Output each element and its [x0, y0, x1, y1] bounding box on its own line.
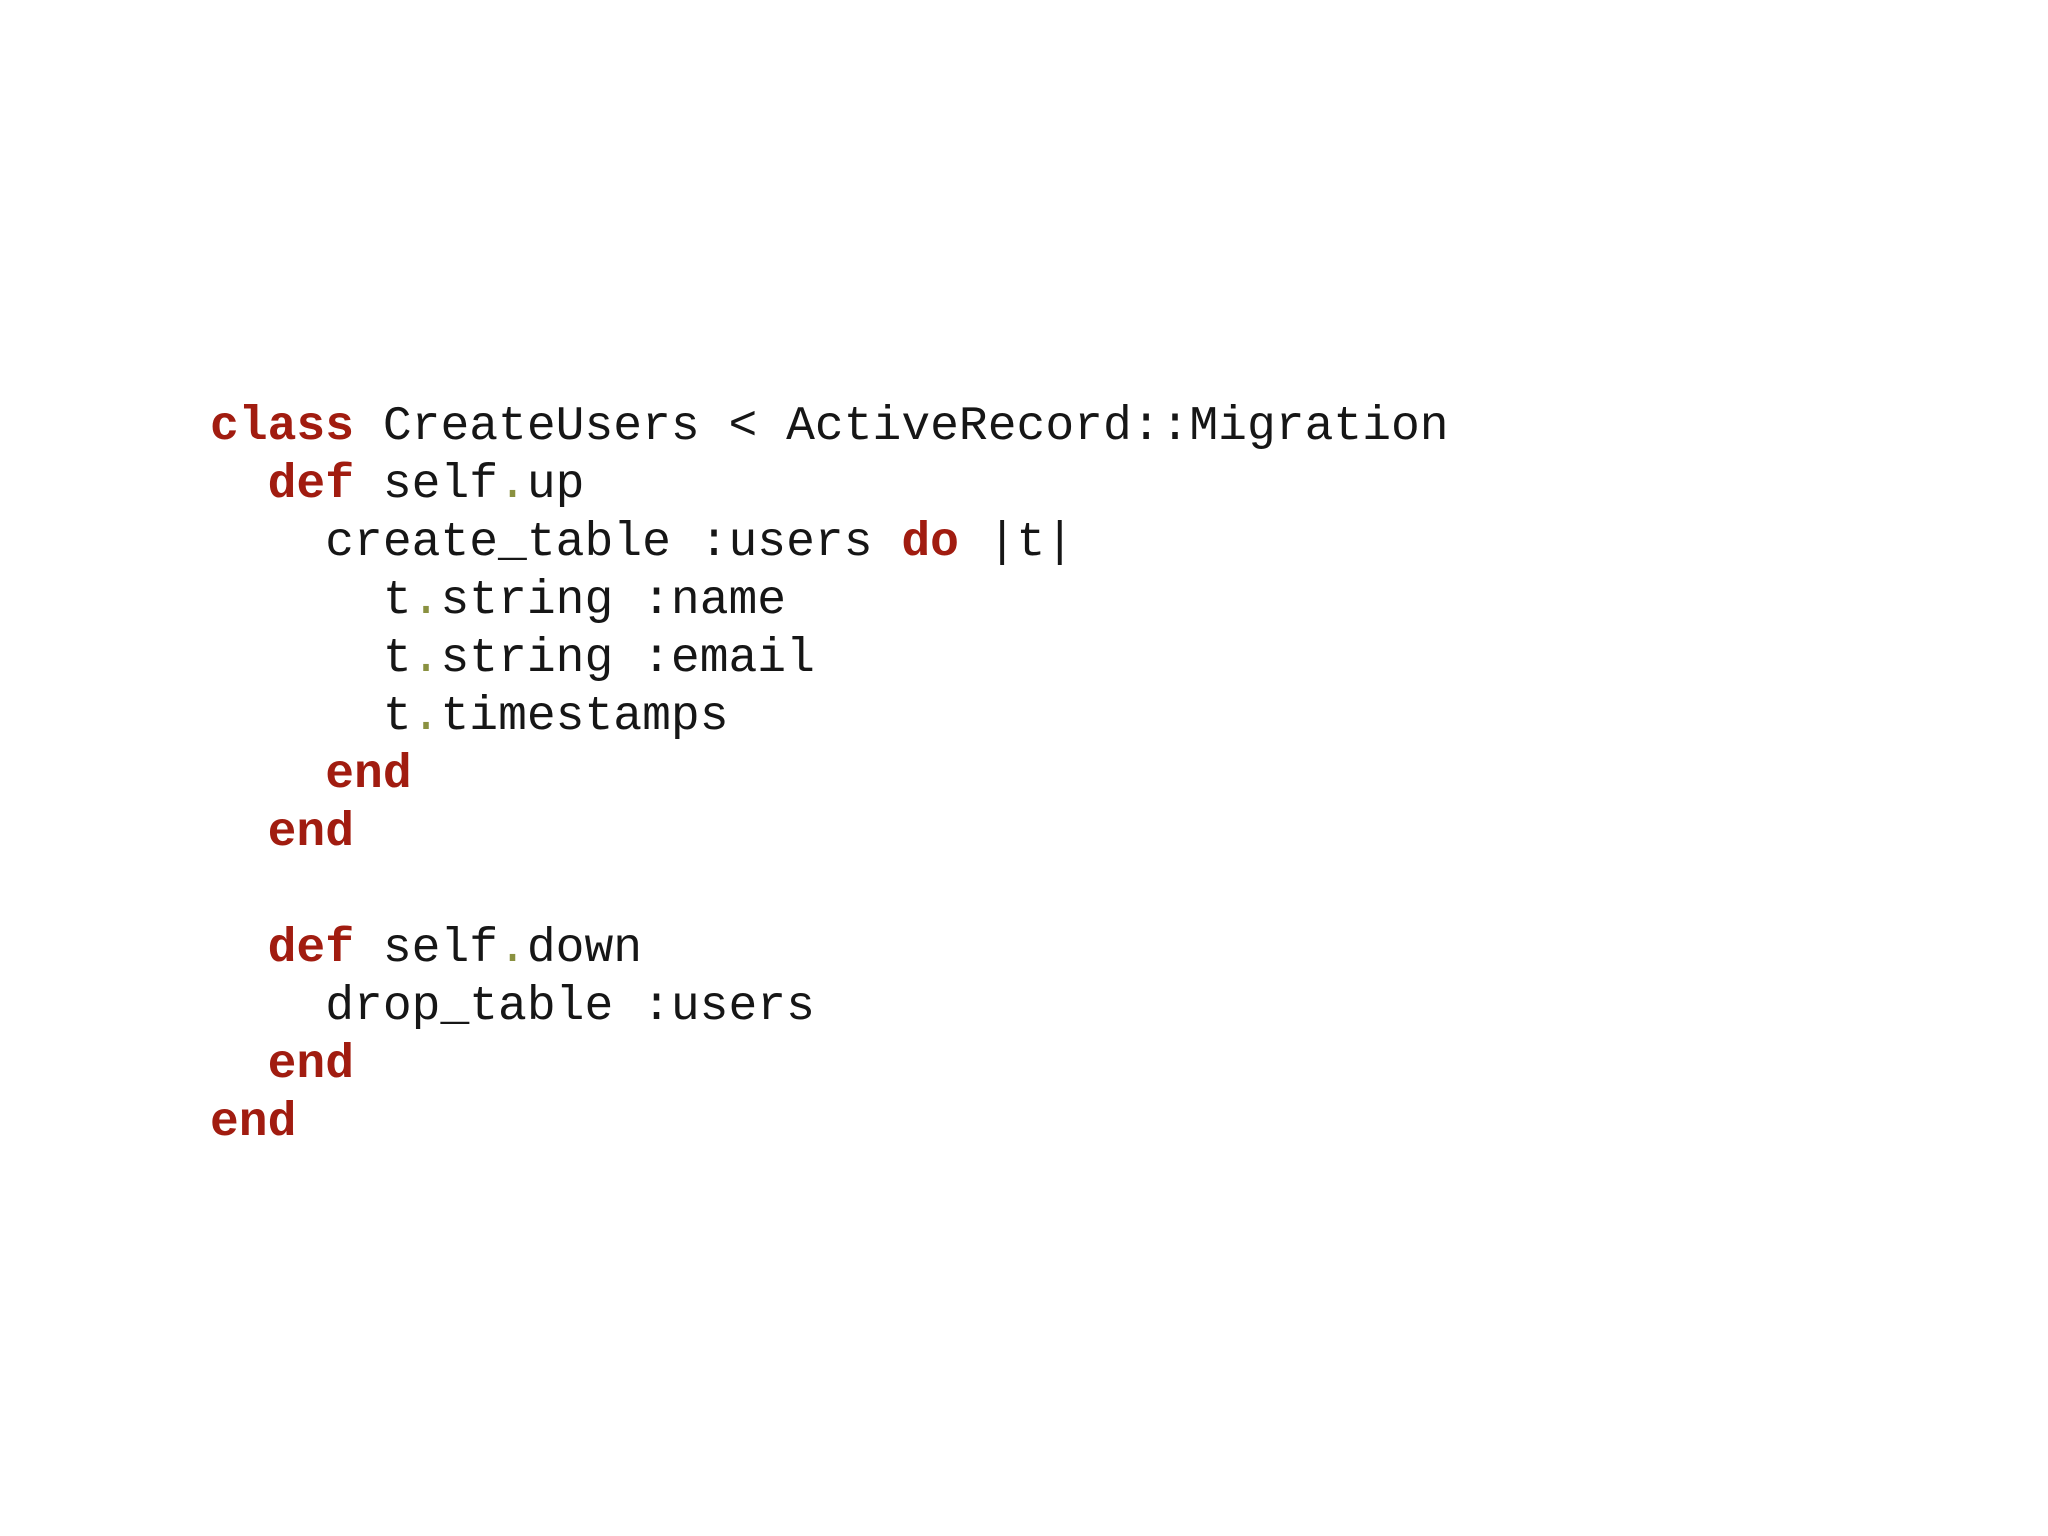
code-line: t.string :email: [210, 630, 1449, 688]
code-line: end: [210, 1094, 1449, 1152]
code-indent: [210, 806, 268, 860]
code-indent: [210, 458, 268, 512]
code-block: class CreateUsers < ActiveRecord::Migrat…: [210, 398, 1449, 1152]
code-token-dot: .: [411, 632, 441, 686]
code-line: end: [210, 804, 1449, 862]
code-token-plain: t: [382, 690, 412, 744]
code-token-keyword: class: [210, 400, 355, 454]
code-line: class CreateUsers < ActiveRecord::Migrat…: [210, 398, 1449, 456]
code-token-plain: t: [382, 574, 412, 628]
code-indent: [210, 748, 325, 802]
code-token-keyword: end: [267, 1038, 355, 1092]
code-line: create_table :users do |t|: [210, 514, 1449, 572]
code-token-plain: up: [526, 458, 585, 512]
code-indent: [210, 690, 383, 744]
code-indent: [210, 632, 383, 686]
code-token-plain: drop_table :users: [325, 980, 815, 1034]
code-token-keyword: end: [267, 806, 355, 860]
code-token-plain: timestamps: [440, 690, 729, 744]
code-token-plain: self: [354, 922, 499, 976]
code-token-keyword: do: [901, 516, 959, 570]
code-line: t.string :name: [210, 572, 1449, 630]
code-token-dot: .: [498, 458, 527, 512]
code-indent: [210, 574, 383, 628]
code-token-plain: string :email: [440, 632, 815, 686]
code-indent: [210, 1038, 268, 1092]
code-token-plain: down: [526, 922, 643, 976]
code-line: [210, 862, 1449, 920]
code-indent: [210, 516, 325, 570]
code-token-dot: .: [411, 574, 441, 628]
code-token-plain: create_table :users: [325, 516, 902, 570]
code-indent: [210, 922, 268, 976]
code-token-keyword: def: [267, 458, 355, 512]
code-line: def self.down: [210, 920, 1449, 978]
code-line: end: [210, 746, 1449, 804]
code-token-plain: |t|: [958, 516, 1075, 570]
code-line: def self.up: [210, 456, 1449, 514]
code-token-keyword: def: [267, 922, 355, 976]
code-line: end: [210, 1036, 1449, 1094]
code-token-plain: t: [382, 632, 412, 686]
code-token-dot: .: [498, 922, 527, 976]
code-line: drop_table :users: [210, 978, 1449, 1036]
code-token-dot: .: [411, 690, 441, 744]
code-token-plain: CreateUsers < ActiveRecord::Migration: [354, 400, 1449, 454]
code-line: t.timestamps: [210, 688, 1449, 746]
code-token-keyword: end: [325, 748, 412, 802]
code-indent: [210, 980, 325, 1034]
code-token-keyword: end: [210, 1096, 297, 1150]
code-token-plain: self: [354, 458, 499, 512]
code-token-plain: string :name: [440, 574, 787, 628]
